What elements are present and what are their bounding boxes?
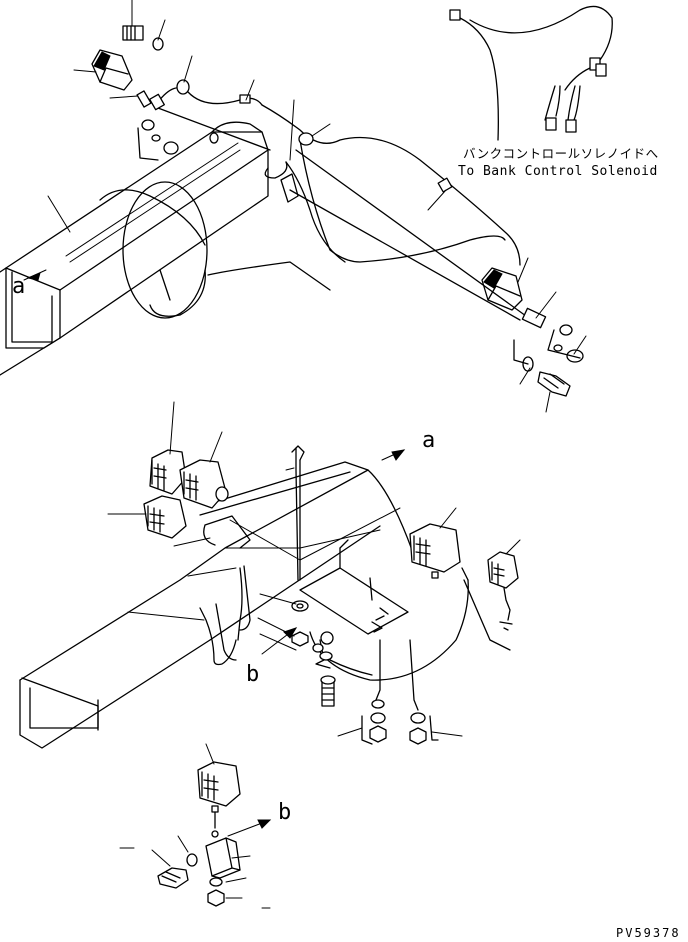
callout-b-bottom: b [278, 800, 292, 825]
top-right-lamp [481, 267, 523, 311]
solenoid-harness [449, 5, 613, 141]
middle-lamp-d [409, 523, 461, 579]
top-beam [0, 121, 269, 376]
callout-a-top: a [12, 274, 26, 299]
middle-lamp-b [179, 459, 229, 509]
bottom-lamp [197, 761, 241, 838]
solenoid-note-english: To Bank Control Solenoid [458, 164, 658, 179]
solenoid-note-japanese: バンクコントロールソレノイドへ [463, 146, 659, 161]
top-beam-flange [99, 181, 331, 319]
middle-leader-lines [107, 401, 521, 737]
callout-b-middle: b [246, 662, 260, 687]
top-left-lamp [91, 49, 133, 91]
middle-beam [19, 461, 421, 749]
top-harness [157, 87, 527, 321]
middle-harness [199, 565, 511, 711]
bottom-leader-lines [119, 743, 272, 909]
bottom-fasteners [157, 853, 225, 907]
middle-fasteners [291, 600, 439, 745]
bottom-bracket [205, 837, 241, 879]
middle-bracket-plate [299, 539, 409, 635]
top-fasteners [122, 25, 584, 397]
drawing-code: PV59378 [616, 926, 681, 940]
callout-a-middle: a [422, 428, 436, 453]
middle-clamp-rod [291, 445, 305, 581]
middle-lamp-c [143, 495, 187, 539]
middle-lamp-e [487, 551, 519, 631]
top-leader-lines [23, 0, 587, 413]
